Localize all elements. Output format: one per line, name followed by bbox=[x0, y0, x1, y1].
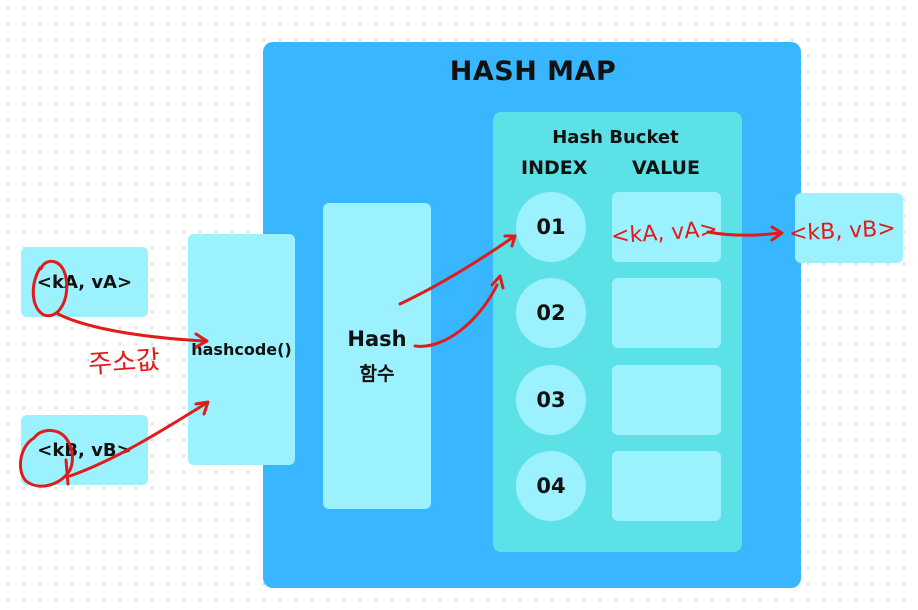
annotation-address-note: 주소값 bbox=[87, 345, 161, 380]
bucket-value-04 bbox=[612, 451, 721, 521]
bucket-index-01-label: 01 bbox=[536, 215, 566, 239]
chained-entry-box bbox=[795, 193, 903, 263]
hashcode-label: hashcode() bbox=[191, 340, 292, 359]
bucket-index-02-label: 02 bbox=[536, 301, 566, 325]
hash-function-label: Hash bbox=[347, 326, 407, 351]
bucket-index-04-label: 04 bbox=[536, 474, 566, 498]
bucket-value-03 bbox=[612, 365, 721, 435]
bucket-index-03: 03 bbox=[516, 365, 586, 435]
value-column-header: VALUE bbox=[632, 157, 700, 179]
hash-bucket-title: Hash Bucket bbox=[552, 127, 679, 148]
hash-map-title: HASH MAP bbox=[449, 56, 617, 87]
input-entry-b-label: <kB, vB> bbox=[37, 439, 132, 461]
bucket-value-02 bbox=[612, 278, 721, 348]
index-column-header: INDEX bbox=[521, 157, 588, 179]
input-entry-b: <kB, vB> bbox=[21, 415, 148, 485]
bucket-index-02: 02 bbox=[516, 278, 586, 348]
annotation-arrow-ka-hashcode bbox=[56, 312, 207, 343]
bucket-index-04: 04 bbox=[516, 451, 586, 521]
input-entry-a-label: <kA, vA> bbox=[36, 271, 133, 293]
bucket-index-01: 01 bbox=[516, 192, 586, 262]
input-entry-a: <kA, vA> bbox=[21, 247, 148, 317]
bucket-index-03-label: 03 bbox=[536, 388, 566, 412]
bucket-value-01 bbox=[612, 192, 721, 262]
hash-function-sublabel: 함수 bbox=[359, 362, 395, 385]
hashcode-box: hashcode() bbox=[188, 234, 295, 465]
hash-function-box: Hash 함수 bbox=[323, 203, 431, 509]
